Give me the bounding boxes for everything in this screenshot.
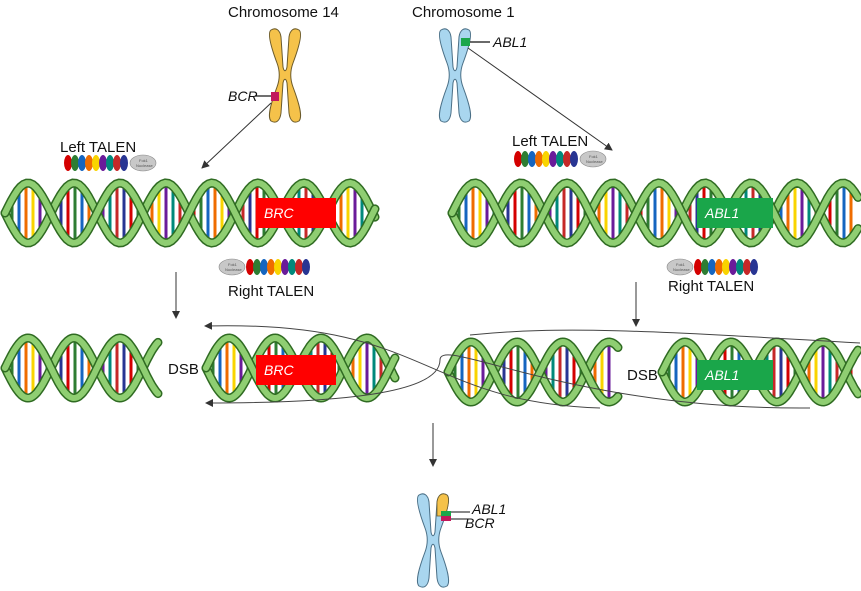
tale-repeat-bead — [64, 155, 72, 171]
tale-repeat-bead — [542, 151, 550, 167]
tale-repeat-bead — [570, 151, 578, 167]
tale-repeat-bead — [120, 155, 128, 171]
nuclease-label: Nuclease — [225, 267, 242, 272]
dna-backbone-strand — [2, 334, 161, 402]
dna-backbone-strand — [445, 338, 621, 406]
dna-backbone-strand — [2, 334, 161, 402]
tale-repeat-bead — [281, 259, 289, 275]
dna-helix-bcr — [0, 178, 380, 248]
fusion-abl1-mark — [441, 511, 451, 516]
right-talen-label-2: Right TALEN — [668, 278, 754, 295]
tale-repeat-bead — [92, 155, 100, 171]
arrow-chr1-to-dna — [467, 47, 613, 151]
tale-repeat-bead — [113, 155, 121, 171]
brc-box-label-1: BRC — [264, 205, 294, 221]
chromosome-1-title: Chromosome 1 — [412, 4, 515, 21]
tale-repeat-bead — [85, 155, 93, 171]
abl1-box-label-1: ABL1 — [704, 205, 739, 221]
brc-target-box-1 — [256, 198, 336, 228]
fok1-label: Fok1 — [676, 262, 686, 267]
dna-fragment-right-a — [443, 337, 623, 407]
left-talen-label-2: Left TALEN — [512, 133, 588, 150]
dna-backbone-strand — [449, 179, 861, 247]
tale-repeat-bead — [288, 259, 296, 275]
right-talen-label-1: Right TALEN — [228, 283, 314, 300]
abl1-target-box-1 — [697, 198, 773, 228]
fok1-nuclease-domain — [666, 258, 694, 276]
arrow-chr14-to-dna — [201, 102, 272, 169]
dna-helix-abl1 — [447, 178, 861, 248]
dsb-label-left: DSB — [168, 361, 199, 378]
nuclease-label: Nuclease — [586, 159, 603, 164]
tale-repeat-bead — [736, 259, 744, 275]
tale-repeat-bead — [549, 151, 557, 167]
chromosome-14 — [268, 28, 302, 123]
abl1-box-label-2: ABL1 — [704, 367, 739, 383]
bcr-locus-mark — [271, 92, 279, 101]
tale-repeat-bead — [528, 151, 536, 167]
abl1-locus-mark — [461, 38, 470, 46]
fok1-nuclease-domain — [129, 154, 157, 172]
tale-repeat-bead — [521, 151, 529, 167]
tale-repeat-bead — [246, 259, 254, 275]
tale-repeat-bead — [274, 259, 282, 275]
tale-repeat-bead — [708, 259, 716, 275]
tale-repeat-bead — [701, 259, 709, 275]
dna-fragment-left-a — [0, 333, 163, 403]
tale-repeat-bead — [295, 259, 303, 275]
tale-repeat-bead — [71, 155, 79, 171]
bcr-label: BCR — [228, 88, 258, 104]
nuclease-label: Nuclease — [136, 163, 153, 168]
brc-target-box-2 — [256, 355, 336, 385]
tale-repeat-bead — [743, 259, 751, 275]
fok1-nuclease-domain — [579, 150, 607, 168]
fok1-label: Fok1 — [139, 158, 149, 163]
fusion-bcr-label: BCR — [465, 515, 495, 531]
tale-repeat-bead — [715, 259, 723, 275]
tale-repeat-bead — [514, 151, 522, 167]
fusion-bcr-mark — [441, 516, 451, 521]
tale-repeat-bead — [253, 259, 261, 275]
chromosome-1 — [438, 28, 472, 123]
tale-repeat-bead — [535, 151, 543, 167]
fok1-nuclease-domain — [218, 258, 246, 276]
tale-repeat-bead — [722, 259, 730, 275]
tale-repeat-bead — [556, 151, 564, 167]
tale-repeat-bead — [729, 259, 737, 275]
tale-repeat-bead — [563, 151, 571, 167]
tale-repeat-bead — [267, 259, 275, 275]
nuclease-label: Nuclease — [673, 267, 690, 272]
brc-box-label-2: BRC — [264, 362, 294, 378]
fusion-abl1-label: ABL1 — [471, 501, 506, 517]
exchange-arrow-lower — [205, 354, 811, 409]
dna-backbone-strand — [445, 338, 621, 406]
tale-repeat-bead — [260, 259, 268, 275]
exchange-arrow-upper — [204, 321, 601, 409]
tale-repeat-bead — [99, 155, 107, 171]
tale-repeat-bead — [750, 259, 758, 275]
chromosome-14-title: Chromosome 14 — [228, 4, 339, 21]
fok1-label: Fok1 — [589, 154, 599, 159]
fok1-label: Fok1 — [228, 262, 238, 267]
tale-repeat-bead — [694, 259, 702, 275]
tale-repeat-bead — [106, 155, 114, 171]
dna-fragment-right-b — [657, 337, 861, 407]
left-talen-label-1: Left TALEN — [60, 139, 136, 156]
dna-backbone-strand — [2, 179, 378, 247]
tale-repeat-bead — [78, 155, 86, 171]
tale-repeat-bead — [302, 259, 310, 275]
dna-backbone-strand — [449, 179, 861, 247]
abl1-label-top: ABL1 — [492, 34, 527, 50]
exchange-arrow-inner — [469, 329, 861, 344]
dsb-label-right: DSB — [627, 367, 658, 384]
fusion-chromosome — [416, 493, 450, 588]
abl1-target-box-2 — [697, 360, 773, 390]
